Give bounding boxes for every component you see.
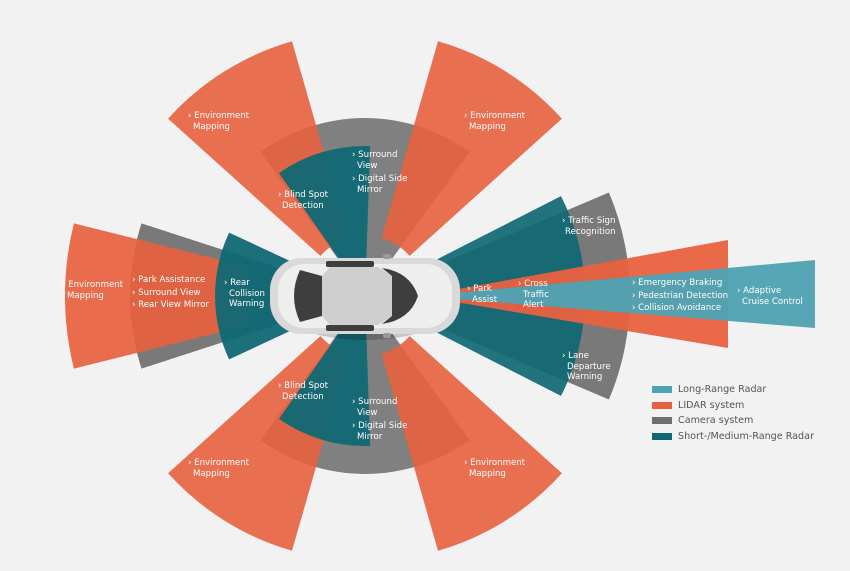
- label-rear-collision-warning: › Rear Collision Warning: [224, 278, 265, 309]
- lidar-left-sector: [64, 223, 249, 369]
- label-blind-spot-detection-top: › Blind Spot Detection: [278, 190, 329, 211]
- label-traffic-sign-recognition: › Traffic Sign Recognition: [562, 216, 616, 237]
- legend-item-camera: Camera system: [652, 413, 814, 429]
- label-surround-view-bottom: › Surround View: [352, 397, 398, 418]
- legend-swatch: [652, 417, 672, 425]
- label-environment-mapping-bottom-right: › Environment Mapping: [464, 458, 526, 479]
- label-park-assistance: › Park Assistance › Surround View › Rear…: [132, 275, 210, 310]
- short-radar-blind-top-sector: [279, 146, 371, 280]
- label-environment-mapping-top-left: › Environment Mapping: [188, 111, 250, 132]
- legend-item-lidar: LIDAR system: [652, 398, 814, 414]
- legend-label: Short-/Medium-Range Radar: [678, 430, 814, 442]
- label-environment-mapping-left: › Environment Mapping: [62, 280, 124, 301]
- label-blind-spot-detection-bottom: › Blind Spot Detection: [278, 381, 329, 402]
- legend-label: LIDAR system: [678, 399, 745, 411]
- label-adaptive-cruise-control: › Adaptive Cruise Control: [737, 286, 803, 307]
- legend-swatch: [652, 386, 672, 394]
- label-environment-mapping-top-right: › Environment Mapping: [464, 111, 526, 132]
- legend: Long-Range Radar LIDAR system Camera sys…: [652, 382, 814, 444]
- legend-label: Camera system: [678, 415, 754, 427]
- legend-swatch: [652, 432, 672, 440]
- label-surround-view-top: › Surround View: [352, 150, 398, 171]
- legend-item-long-range-radar: Long-Range Radar: [652, 382, 814, 398]
- label-lane-departure-warning: › Lane Departure Warning: [562, 351, 611, 382]
- label-environment-mapping-bottom-left: › Environment Mapping: [188, 458, 250, 479]
- lidar-top-right-sector: [381, 41, 562, 256]
- legend-swatch: [652, 401, 672, 409]
- label-digital-side-mirror-top: › Digital Side Mirror: [352, 174, 408, 195]
- long-radar-front-wedge: [420, 260, 815, 328]
- label-park-assist: › Park Assist: [467, 284, 498, 305]
- legend-label: Long-Range Radar: [678, 384, 767, 396]
- label-front-radar-functions: › Emergency Braking › Pedestrian Detecti…: [632, 278, 729, 313]
- lidar-bottom-right-sector: [381, 336, 562, 551]
- legend-item-short-medium-radar: Short-/Medium-Range Radar: [652, 429, 814, 445]
- short-radar-blind-bottom-sector: [279, 312, 371, 446]
- label-digital-side-mirror-bottom: › Digital Side Mirror: [352, 421, 408, 442]
- car-top-view: [270, 254, 460, 340]
- label-cross-traffic-alert: › Cross Traffic Alert: [518, 279, 549, 310]
